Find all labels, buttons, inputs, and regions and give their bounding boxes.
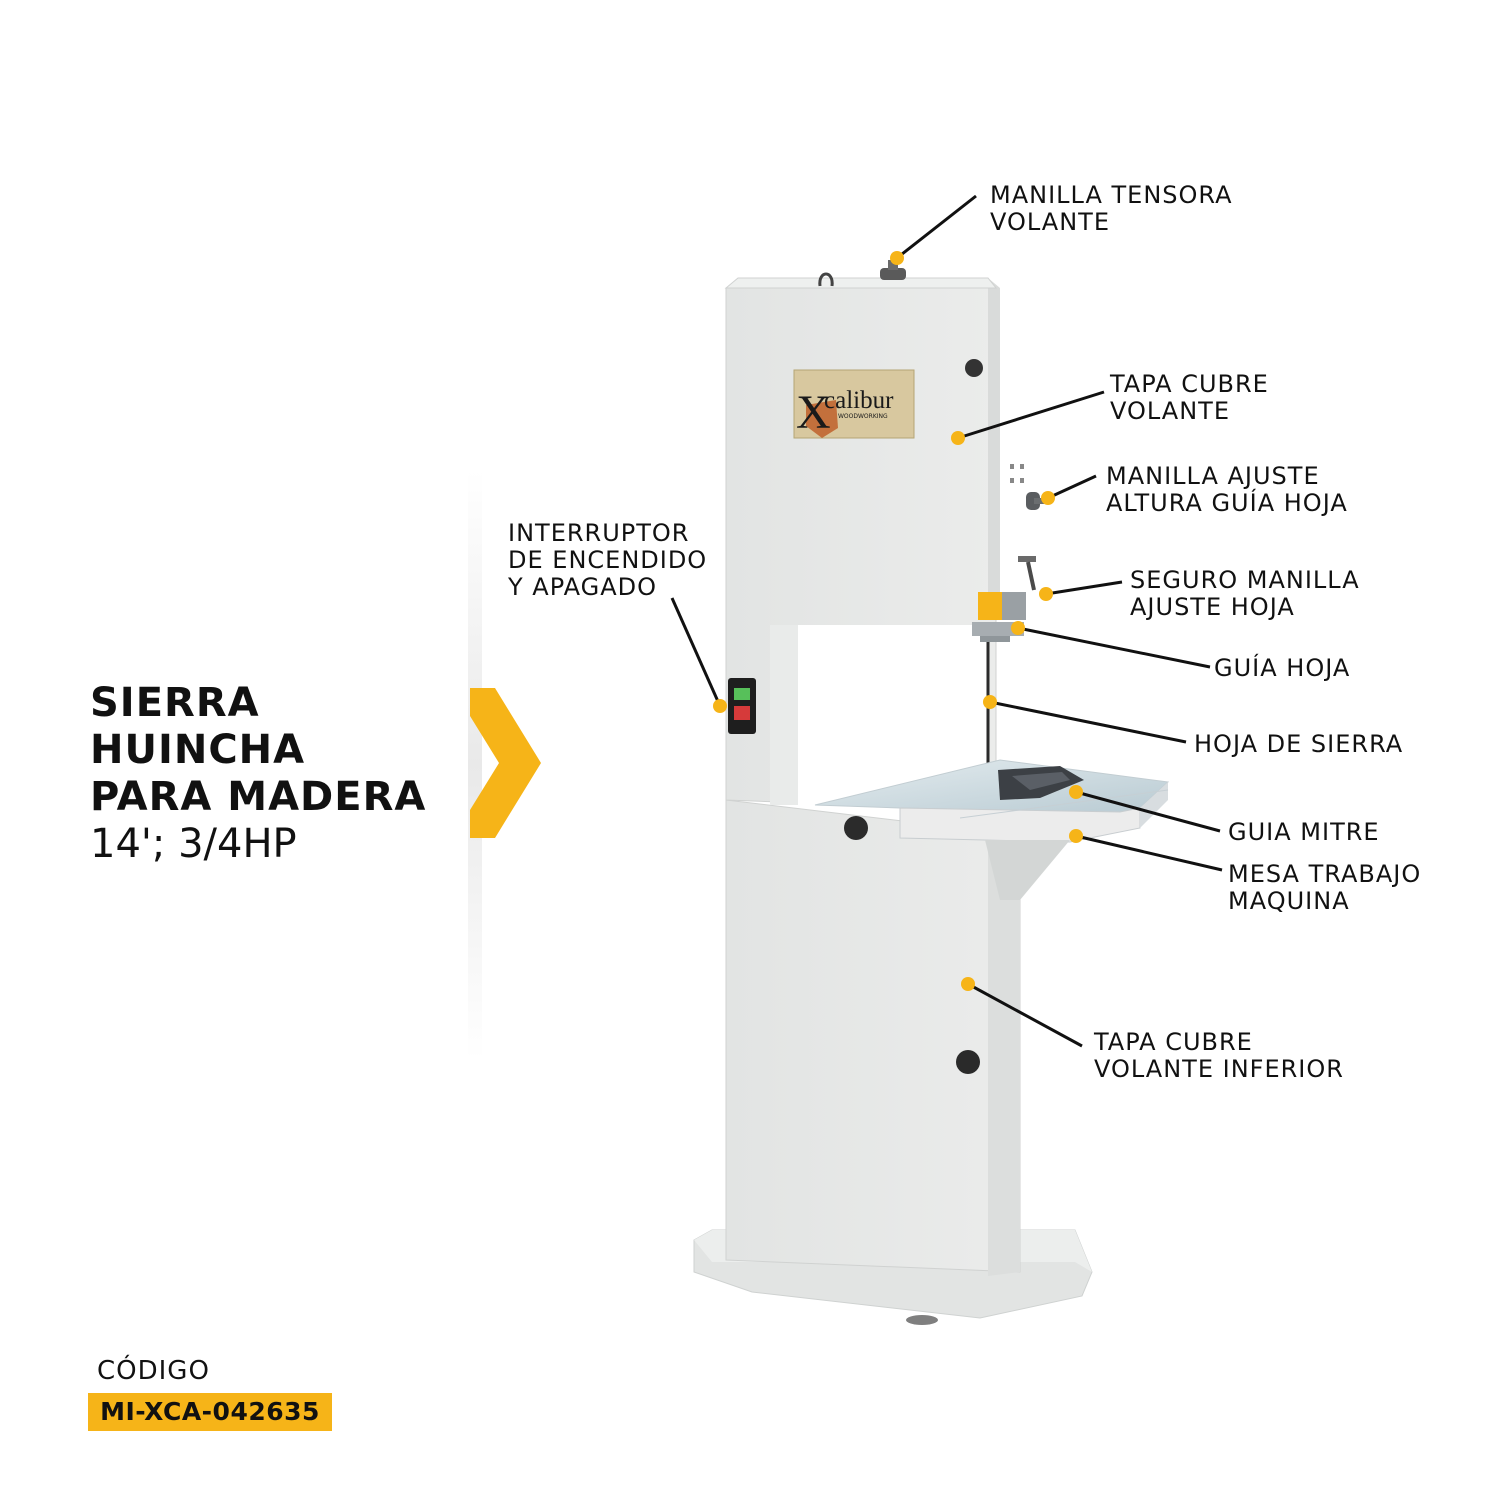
callout-guia-mitre: GUIA MITRE [1228, 818, 1380, 846]
title-line-3: PARA MADERA [90, 774, 427, 820]
callout-hoja-sierra: HOJA DE SIERRA [1194, 730, 1404, 758]
separator-shadow [468, 470, 482, 1060]
callout-interruptor: INTERRUPTOR DE ENCENDIDO Y APAGADO [508, 519, 708, 601]
callout-mesa-trabajo: MESA TRABAJO MAQUINA [1228, 860, 1422, 915]
product-specs: 14'; 3/4HP [90, 821, 297, 867]
code-value-badge: MI-XCA-042635 [88, 1393, 332, 1431]
blade-guard-yellow [978, 592, 1002, 620]
leader-lines [670, 194, 1223, 1048]
callout-dots [713, 251, 1083, 991]
title-line-1: SIERRA [90, 680, 260, 726]
product-title: SIERRA HUINCHA PARA MADERA 14'; 3/4HP [90, 680, 426, 867]
callout-tapa-cubre-volante: TAPA CUBRE VOLANTE [1110, 370, 1269, 425]
callout-tapa-inferior: TAPA CUBRE VOLANTE INFERIOR [1094, 1028, 1344, 1083]
chevron-arrow [470, 688, 541, 838]
callout-guia-hoja: GUÍA HOJA [1214, 654, 1351, 682]
code-label: CÓDIGO [97, 1356, 210, 1386]
brand-logo-tagline: WOODWORKING [838, 413, 888, 420]
brand-logo-name: calibur [824, 387, 894, 414]
callout-seguro-manilla: SEGURO MANILLA AJUSTE HOJA [1130, 566, 1360, 621]
callout-manilla-tensora: MANILLA TENSORA VOLANTE [990, 181, 1233, 236]
callout-manilla-ajuste: MANILLA AJUSTE ALTURA GUÍA HOJA [1106, 462, 1348, 517]
brand-logo-letter: X [796, 386, 831, 439]
title-line-2: HUINCHA [90, 727, 306, 773]
machine-lower-body [725, 799, 1021, 1273]
